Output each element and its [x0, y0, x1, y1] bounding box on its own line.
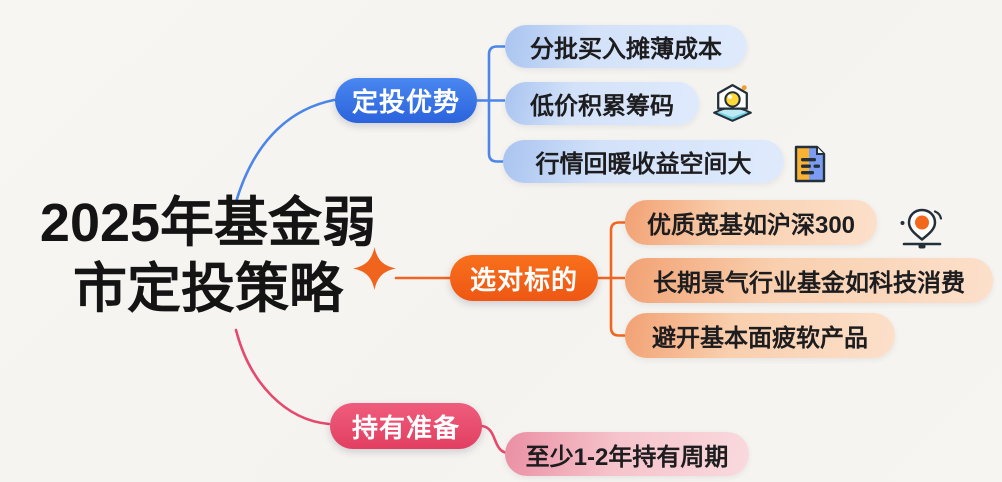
child-node-broad-index: 优质宽基如沪深300 — [625, 200, 877, 245]
child-node-boom-sectors: 长期景气行业基金如科技消费 — [625, 258, 993, 303]
branch-node-advantages: 定投优势 — [335, 78, 477, 123]
child-node-holding-period: 至少1-2年持有周期 — [505, 432, 749, 476]
knowledge-gem-icon — [713, 83, 752, 122]
child-node-low-price-chips: 低价积累筹码 — [505, 82, 699, 125]
branch-node-targets: 选对标的 — [450, 255, 598, 301]
branch-node-holding: 持有准备 — [330, 403, 482, 449]
main-topic: 2025年基金弱 市定投策略 — [8, 190, 408, 322]
child-node-batch-buying: 分批买入摊薄成本 — [505, 25, 747, 68]
report-document-icon — [794, 145, 826, 183]
child-node-avoid-weak: 避开基本面疲软产品 — [625, 313, 895, 358]
main-topic-line2: 市定投策略 — [73, 259, 343, 319]
sparkle-icon — [353, 247, 396, 290]
child-node-market-recovery: 行情回暖收益空间大 — [503, 140, 784, 183]
location-target-icon — [900, 208, 943, 249]
main-topic-line1: 2025年基金弱 — [39, 193, 377, 253]
